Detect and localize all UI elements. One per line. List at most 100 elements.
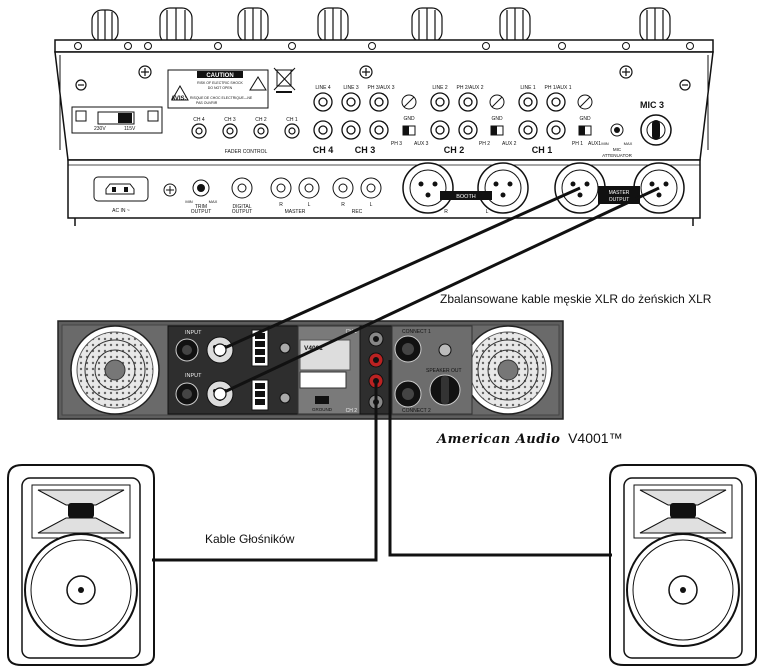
knob-icon [639,7,671,43]
trim-max-label: MAX [209,199,218,204]
amp-input-label-1: INPUT [185,330,202,336]
aux2-label: AUX 2 [502,141,517,147]
screw-icon [163,183,177,197]
booth-l-label: L [486,209,489,215]
knob-icon [237,7,269,43]
mic-att-label-2: ATTENUATOR [602,153,633,158]
avis-word: AVIS: [171,96,187,102]
speaker-right [609,464,757,666]
dip-switches[interactable] [251,329,291,411]
fader-ch2-label: CH 2 [255,117,267,123]
avis-line-2: PAS OUVRIR [196,101,218,105]
fan-grille-icon [463,325,553,415]
ch1-label: CH 1 [532,145,553,155]
xlr-plug-icon [213,343,227,357]
trim-label-1: TRIM [195,204,207,210]
power-switch[interactable] [429,374,461,406]
amplifier: INPUT INPUT V4001 GROUND CH 1 CH 2 [57,320,564,420]
booth-label: BOOTH [456,194,476,200]
master-rca-label: MASTER [285,209,306,215]
knob-icon [411,7,443,43]
mic3-label: MIC 3 [640,100,664,110]
mic3-input[interactable]: MIC 3 [640,100,672,146]
amp-connect1-label: CONNECT 1 [402,329,431,335]
trim-label-2: OUTPUT [191,209,212,215]
mic-att-min-label: MIN [601,141,608,146]
xlr-plug-icon [213,387,227,401]
voltage-230-label: 230V [94,126,106,132]
knob-icon [317,7,349,43]
xlr-cables [219,186,660,396]
fader-control-label: FADER CONTROL [225,149,268,155]
fader-control-jacks: CH 4 CH 3 CH 2 CH 1 FADER CONTROL [191,117,300,155]
gnd-label-c: GND [579,116,591,122]
phono-aux-switch[interactable] [490,125,504,136]
mixer: CAUTION RISK OF ELECTRIC SHOCK DO NOT OP… [54,7,714,226]
amplifier-brand: American Audio [437,432,561,447]
master-r-label: R [279,202,283,208]
rec-rca-outputs[interactable]: R L REC [332,177,382,215]
voltage-115-label: 115V [124,126,136,132]
phono-aux-switch[interactable] [578,125,592,136]
speaker-cables-caption: Kable Głośników [205,532,295,546]
ch2-label: CH 2 [444,145,465,155]
amp-speakon-outputs[interactable] [394,335,422,408]
master-out-label-2: OUTPUT [609,197,630,203]
amp-connect2-label: CONNECT 2 [402,408,431,414]
lightning-triangle-icon [249,76,267,91]
ph1aux1-top-label: PH 1/AUX 1 [545,85,572,91]
line1-label: LINE 1 [520,85,536,91]
rec-r-label: R [341,202,345,208]
ac-inlet[interactable]: AC IN ~ [93,176,149,214]
ph3aux3-top-label: PH 3/AUX 3 [368,85,395,91]
gnd-label-b: GND [491,116,503,122]
screw-icon [75,65,691,91]
master-rca-outputs[interactable]: R L MASTER [270,177,320,215]
line2-label: LINE 2 [432,85,448,91]
rec-l-label: L [370,202,373,208]
fan-grille-icon [70,325,160,415]
trim-output-knob[interactable]: MIN MAX TRIM OUTPUT [185,179,218,215]
digital-label-1: DIGITAL [232,204,251,210]
tweeter-icon [670,503,696,518]
amplifier-model: V4001™ [568,430,623,446]
fader-ch3-label: CH 3 [224,117,236,123]
speaker-cables [152,360,612,562]
speaker-left [7,464,155,666]
knob-icon [499,7,531,43]
avis-line-1: RISQUE DE CHOC ELECTRIQUE—NE [190,96,253,100]
digital-output-jack[interactable]: DIGITAL OUTPUT [231,177,253,215]
voltage-selector[interactable]: 230V 115V [71,106,163,134]
weee-bin-icon [273,67,296,93]
warning-triangle-icon [171,84,189,101]
amp-ground-label: GROUND [312,407,333,412]
caution-line-1: RISK OF ELECTRIC SHOCK [197,81,243,85]
knob-icon [159,7,193,45]
mixer-top-knobs [91,7,671,45]
gnd-post-icon [401,94,593,110]
line4-label: LINE 4 [315,85,331,91]
ac-in-label: AC IN ~ [112,208,130,214]
master-out-label-1: MASTER [609,190,630,196]
caution-line-2: DO NOT OPEN [208,86,233,90]
master-l-label: L [308,202,311,208]
mic-attenuator[interactable]: MIN MAX MIC ATTENUATOR [601,123,633,158]
amp-speaker-out-label: SPEAKER OUT [426,368,462,374]
amp-ch2-label: CH 2 [346,408,358,414]
caution-title: CAUTION [206,73,233,79]
fader-ch1-label: CH 1 [286,117,298,123]
ch4-label: CH 4 [313,145,334,155]
booth-xlr-outputs[interactable]: BOOTH R L [402,162,529,215]
trim-min-label: MIN [185,199,192,204]
amp-input-label-2: INPUT [185,373,202,379]
knob-icon [91,9,119,43]
mic-att-label-1: MIC [613,147,622,152]
amplifier-caption: American Audio V4001™ [437,430,623,447]
digital-label-2: OUTPUT [232,209,253,215]
aux1-label: AUX1 [588,141,601,147]
mic-att-max-label: MAX [624,141,633,146]
phono-aux-switch[interactable] [402,125,416,136]
caution-label: CAUTION RISK OF ELECTRIC SHOCK DO NOT OP… [167,69,269,109]
rca-inputs: LINE 4 LINE 3 PH 3/AUX 3 LINE 2 PH 2/AUX… [313,85,602,155]
